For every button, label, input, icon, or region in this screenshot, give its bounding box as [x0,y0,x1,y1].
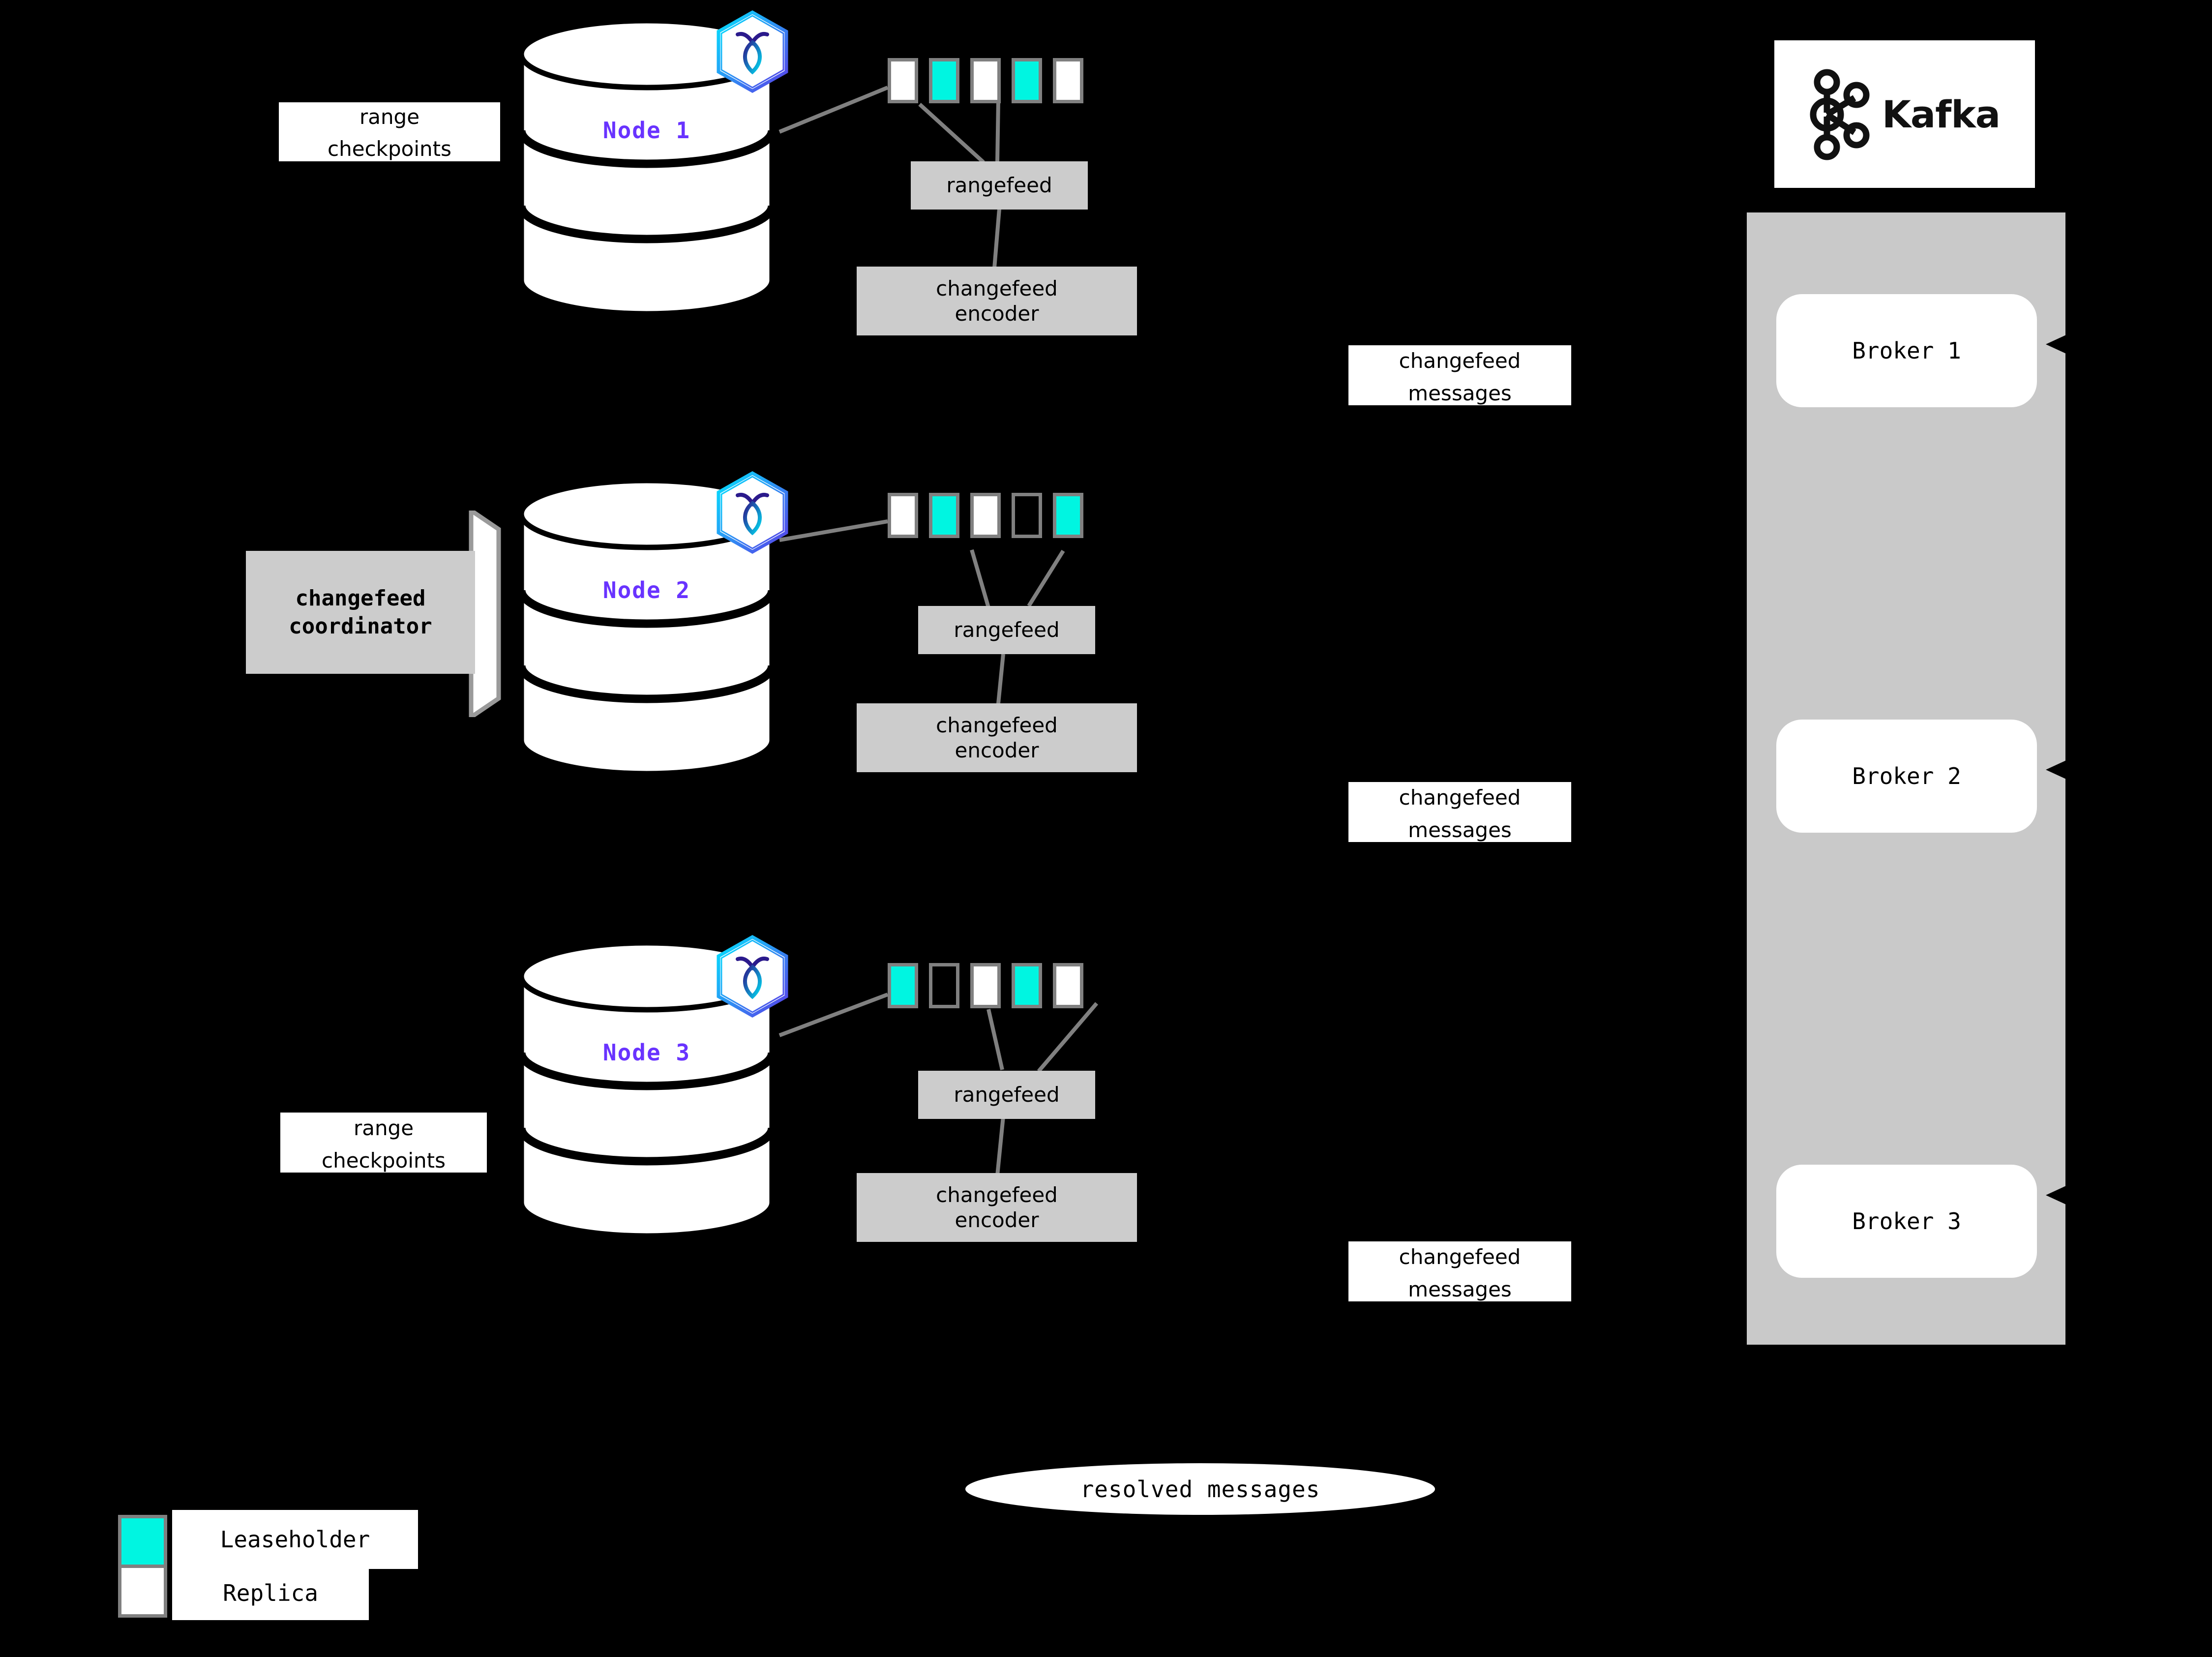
changefeed-messages-line-2: messages [1408,1277,1512,1301]
changefeed-messages-label-2: changefeed messages [1348,782,1571,842]
encoder-line-2: encoder [955,738,1039,762]
range-checkpoints-line-1: range [353,1115,414,1140]
changefeed-messages-line-2: messages [1408,381,1512,405]
range-box[interactable] [929,58,959,103]
range-row-node-1 [888,58,1083,103]
legend-label-leaseholder: Leaseholder [172,1510,418,1569]
rangefeed-box-2[interactable]: rangefeed [918,606,1095,654]
range-box[interactable] [1053,963,1083,1008]
range-box[interactable] [888,493,918,538]
range-checkpoints-label-1: range checkpoints [279,102,500,161]
legend-swatch-replica [118,1565,167,1618]
range-box[interactable] [1012,493,1042,538]
range-box[interactable] [970,963,1001,1008]
changefeed-messages-label-1: changefeed messages [1348,345,1571,405]
encoder-line-1: changefeed [936,713,1058,737]
changefeed-encoder-box-2[interactable]: changefeed encoder [857,703,1137,772]
range-box[interactable] [888,963,918,1008]
range-box[interactable] [970,493,1001,538]
range-row-node-2 [888,493,1083,538]
node-cylinder-3: Node 3 [516,942,777,1237]
rangefeed-box-3[interactable]: rangefeed [918,1071,1095,1119]
legend-label-replica: Replica [172,1566,369,1620]
cockroachdb-hex-icon [713,9,792,95]
cockroachdb-hex-icon [713,470,792,556]
range-row-node-3 [888,963,1083,1008]
cockroachdb-hex-icon [713,934,792,1020]
coordinator-line-1: changefeed [295,585,426,611]
kafka-wordmark: Kafka [1882,92,2001,136]
changefeed-encoder-box-1[interactable]: changefeed encoder [857,267,1137,335]
encoder-line-2: encoder [955,301,1039,326]
broker-box-2[interactable]: Broker 2 [1776,720,2037,833]
range-box[interactable] [970,58,1001,103]
range-box[interactable] [929,493,959,538]
legend: Leaseholder Replica [118,1510,423,1620]
broker-box-3[interactable]: Broker 3 [1776,1165,2037,1278]
rangefeed-box-1[interactable]: rangefeed [911,161,1088,210]
range-checkpoints-label-2: range checkpoints [280,1113,487,1173]
encoder-line-1: changefeed [936,276,1058,301]
range-box[interactable] [1012,963,1042,1008]
node-cylinder-1: Node 1 [516,20,777,315]
range-box[interactable] [1053,493,1083,538]
encoder-line-1: changefeed [936,1182,1058,1207]
changefeed-messages-line-1: changefeed [1399,1244,1521,1269]
range-box[interactable] [1012,58,1042,103]
range-checkpoints-line-2: checkpoints [328,136,451,161]
legend-row-leaseholder [118,1515,167,1568]
coordinator-line-2: coordinator [289,614,432,639]
range-box[interactable] [929,963,959,1008]
broker-inbound-arrows [2046,332,2071,1207]
range-checkpoints-line-1: range [359,104,420,129]
resolved-messages-pill[interactable]: resolved messages [965,1463,1435,1515]
changefeed-encoder-box-3[interactable]: changefeed encoder [857,1173,1137,1242]
legend-swatch-leaseholder [118,1515,167,1568]
changefeed-messages-label-3: changefeed messages [1348,1241,1571,1301]
range-box[interactable] [1053,58,1083,103]
legend-row-replica [118,1565,167,1618]
encoder-line-2: encoder [955,1208,1039,1232]
range-checkpoints-line-2: checkpoints [322,1148,446,1173]
changefeed-messages-line-1: changefeed [1399,785,1521,810]
changefeed-messages-line-2: messages [1408,817,1512,842]
changefeed-messages-line-1: changefeed [1399,348,1521,373]
broker-box-1[interactable]: Broker 1 [1776,294,2037,407]
kafka-nodes-icon [1810,69,1870,160]
range-box[interactable] [888,58,918,103]
kafka-logo-box: Kafka [1774,40,2035,188]
coordinator-box[interactable]: changefeed coordinator [246,551,475,674]
